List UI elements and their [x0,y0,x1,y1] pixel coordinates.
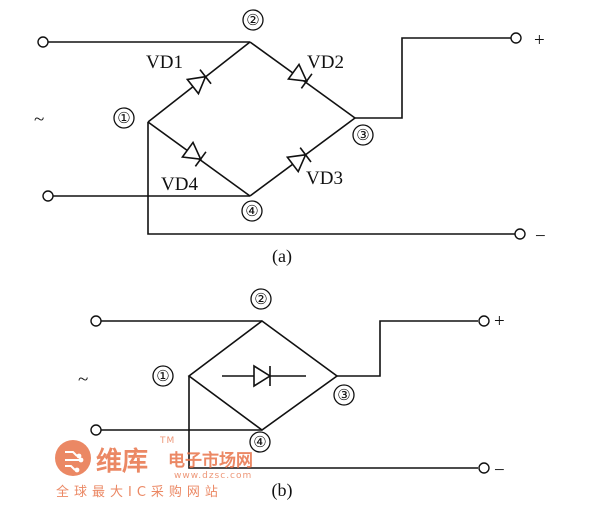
output-plus-wire-b [337,320,478,377]
svg-text:③: ③ [356,126,369,144]
ac-terminal-bottom-b [90,424,102,436]
caption-a: (a) [272,246,292,267]
svg-text:②: ② [254,290,267,308]
plus-terminal-a [510,32,522,44]
minus-terminal-a [514,228,526,240]
node-4-a: ④ [241,200,263,222]
diode-vd1-symbol [185,69,212,96]
svg-text:④: ④ [245,202,258,220]
svg-text:④: ④ [253,433,266,451]
node-2-b: ② [250,288,272,310]
diagram-b: ① ② ③ ④ ~ + − (b) [78,288,505,501]
svg-text:②: ② [246,11,259,29]
watermark-tagline: 全球最大IC采购网站 [56,484,223,500]
caption-b: (b) [272,480,293,501]
watermark-subtitle: 电子市场网 [168,450,253,471]
node-1-b: ① [152,365,174,387]
plus-terminal-b [478,315,490,327]
minus-sign-b: − [494,460,505,481]
vd2-label: VD2 [307,52,344,73]
watermark-brand: 维库 [96,446,148,477]
output-plus-wire-a [355,37,512,119]
svg-text:①: ① [156,367,169,385]
node-3-b: ③ [333,384,355,406]
node-2-a: ② [242,9,264,31]
ac-terminal-top-b [90,315,102,327]
minus-sign-a: − [535,226,546,247]
output-minus-wire-b [188,376,478,469]
minus-terminal-b [478,462,490,474]
output-minus-wire-a [147,122,516,235]
diagram-a: ① ② ③ ④ VD1 VD2 VD4 VD3 ~ + − (a) [34,9,546,267]
svg-text:③: ③ [337,386,350,404]
diode-vd2-symbol [286,62,313,89]
ac-symbol-a: ~ [34,109,44,130]
plus-sign-a: + [534,30,545,51]
ac-terminal-top-a [37,36,49,48]
plus-sign-b: + [494,311,505,332]
ac-terminal-bottom-a [42,190,54,202]
diode-vd4-symbol [180,140,207,167]
vd3-label: VD3 [306,168,343,189]
node-3-a: ③ [352,124,374,146]
bridge-diamond-b [187,320,339,431]
inner-diode-symbol [253,364,272,388]
watermark-url: www.dzsc.com [174,471,252,481]
node-1-a: ① [113,107,135,129]
svg-text:①: ① [117,109,130,127]
watermark-tm: TM [159,436,175,446]
ac-symbol-b: ~ [78,369,88,390]
node-4-b: ④ [249,431,271,453]
circuit-logo-icon [55,440,91,476]
vd4-label: VD4 [161,174,198,195]
watermark: 维库 TM 电子市场网 www.dzsc.com 全球最大IC采购网站 [55,436,253,500]
vd1-label: VD1 [146,52,183,73]
diode-vd3-symbol [285,147,312,174]
